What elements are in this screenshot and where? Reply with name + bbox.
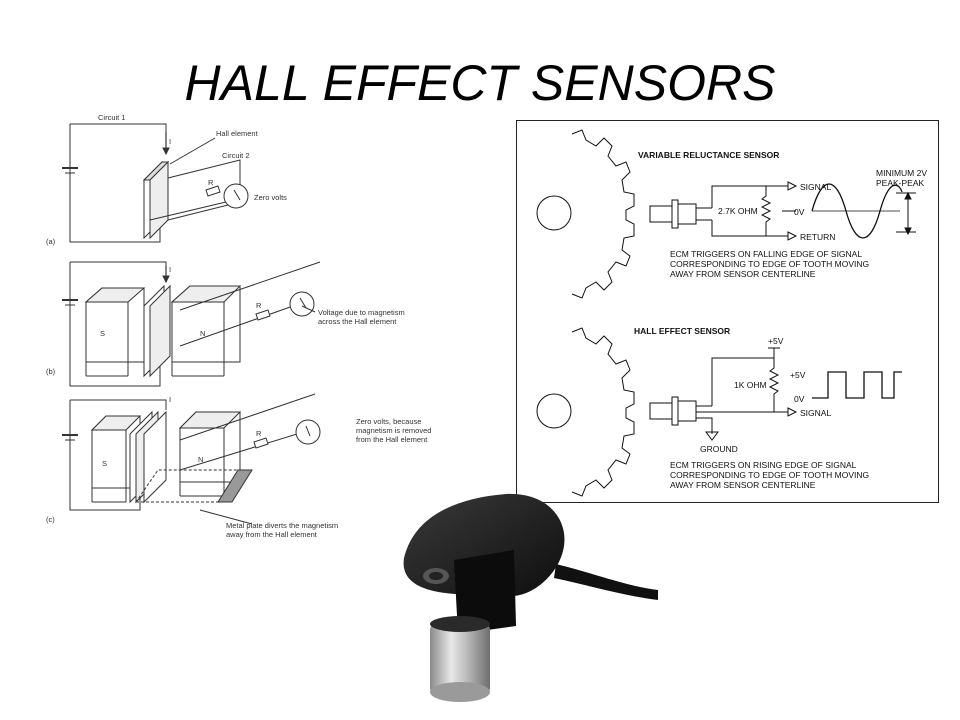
vr-return-label: RETURN bbox=[800, 232, 835, 242]
label-zero-c-2: magnetism is removed bbox=[356, 426, 431, 435]
label-voltage-b-2: across the Hall element bbox=[318, 317, 397, 326]
label-pole-s-c: S bbox=[102, 459, 107, 468]
panel-tag-a: (a) bbox=[46, 237, 56, 246]
sensor-tip bbox=[430, 624, 490, 694]
vr-signal-label: SIGNAL bbox=[800, 182, 831, 192]
hall-note-3: AWAY FROM SENSOR CENTERLINE bbox=[670, 480, 816, 490]
label-pole-n-c: N bbox=[198, 455, 203, 464]
label-pole-s-b: S bbox=[100, 329, 105, 338]
vr-note-3: AWAY FROM SENSOR CENTERLINE bbox=[670, 269, 816, 279]
panel-tag-b: (b) bbox=[46, 367, 56, 376]
panel-b bbox=[62, 261, 321, 387]
vr-amp-label-1: MINIMUM 2V bbox=[876, 168, 927, 178]
hall-note-1: ECM TRIGGERS ON RISING EDGE OF SIGNAL bbox=[670, 460, 857, 470]
label-current-c: I bbox=[169, 395, 171, 404]
label-zero-c-3: from the Hall element bbox=[356, 435, 428, 444]
vr-sine-wave bbox=[811, 183, 903, 239]
vr-note-1: ECM TRIGGERS ON FALLING EDGE OF SIGNAL bbox=[670, 249, 862, 259]
hall-zero-label: 0V bbox=[794, 394, 805, 404]
hall-signal-label: SIGNAL bbox=[800, 408, 831, 418]
sensor-photo bbox=[403, 493, 658, 702]
panel-a bbox=[62, 123, 249, 243]
label-current-b: I bbox=[169, 265, 171, 274]
hall-ground-label: GROUND bbox=[700, 444, 738, 454]
hall-principle-diagram: Circuit 1 I Hall element Circuit 2 R Zer… bbox=[46, 113, 431, 539]
label-voltage-b-1: Voltage due to magnetism bbox=[318, 308, 405, 317]
label-zero-volts-a: Zero volts bbox=[254, 193, 287, 202]
label-zero-c-1: Zero volts, because bbox=[356, 417, 421, 426]
label-circuit-1: Circuit 1 bbox=[98, 113, 126, 122]
hall-tone-wheel bbox=[571, 327, 635, 497]
label-pole-n-b: N bbox=[200, 329, 205, 338]
vr-title: VARIABLE RELUCTANCE SENSOR bbox=[638, 150, 779, 160]
panel-tag-c: (c) bbox=[46, 515, 55, 524]
vr-wheel-hub bbox=[536, 195, 572, 231]
label-resistor-a: R bbox=[208, 178, 214, 187]
vr-tone-wheel bbox=[571, 129, 635, 299]
hall-high-label: +5V bbox=[790, 370, 806, 380]
vr-zero-label: 0V bbox=[794, 207, 805, 217]
label-resistor-c: R bbox=[256, 429, 262, 438]
label-current-a: I bbox=[169, 137, 171, 146]
label-plate-2: away from the Hall element bbox=[226, 530, 318, 539]
vr-note-2: CORRESPONDING TO EDGE OF TOOTH MOVING bbox=[670, 259, 869, 269]
sensor-cable bbox=[554, 564, 658, 600]
hall-wheel-hub bbox=[536, 393, 572, 429]
label-circuit-2: Circuit 2 bbox=[222, 151, 250, 160]
hall-square-wave bbox=[812, 371, 902, 399]
vr-amp-label-2: PEAK-PEAK bbox=[876, 178, 925, 188]
panel-c bbox=[62, 393, 321, 525]
label-resistor-b: R bbox=[256, 301, 262, 310]
hall-title: HALL EFFECT SENSOR bbox=[634, 326, 730, 336]
sensor-barrel bbox=[454, 550, 516, 634]
hall-resistor-label: 1K OHM bbox=[734, 380, 767, 390]
hall-note-2: CORRESPONDING TO EDGE OF TOOTH MOVING bbox=[670, 470, 869, 480]
slide-title: HALL EFFECT SENSORS bbox=[184, 55, 776, 111]
sensor-comparison-diagram: VARIABLE RELUCTANCE SENSOR SIGNAL 2.7K O… bbox=[516, 120, 939, 503]
label-hall-element: Hall element bbox=[216, 129, 259, 138]
vr-resistor-label: 2.7K OHM bbox=[718, 206, 758, 216]
label-plate-1: Metal plate diverts the magnetism bbox=[226, 521, 338, 530]
hall-supply-label: +5V bbox=[768, 336, 784, 346]
